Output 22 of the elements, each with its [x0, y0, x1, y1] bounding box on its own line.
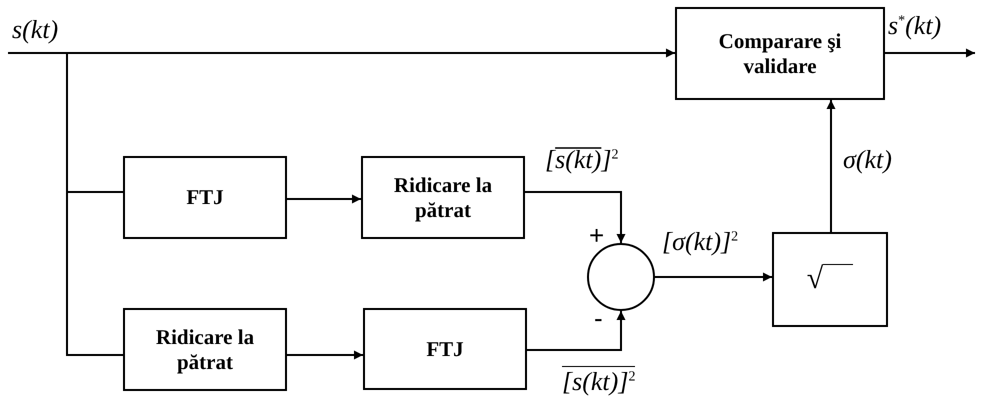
sign-label: -	[594, 305, 603, 331]
arrow	[287, 194, 361, 204]
sign-label: +	[589, 222, 604, 248]
process-box: Ridicare la pătrat	[361, 156, 525, 239]
process-box: Comparare şi validare	[675, 7, 885, 100]
signal-label: [s(kt)]$^{2}$	[562, 366, 636, 397]
square-root-box: √	[772, 232, 888, 327]
arrow	[885, 48, 975, 58]
arrow	[287, 350, 363, 360]
signal-label: s$^{*}$(kt)	[888, 12, 942, 41]
process-box: FTJ	[363, 308, 527, 390]
arrow	[826, 100, 836, 232]
process-box: FTJ	[123, 156, 287, 239]
connector-line	[8, 52, 123, 356]
process-box: Ridicare la pătrat	[123, 308, 287, 391]
signal-label: σ(kt)	[843, 146, 892, 175]
signal-label: s(kt)	[12, 16, 58, 45]
signal-label: [s(kt)]$^{2}$	[545, 146, 618, 175]
signal-label: [σ(kt)]$^{2}$	[662, 228, 738, 257]
arrow	[525, 191, 626, 243]
arrow	[655, 272, 772, 282]
arrow	[527, 311, 626, 351]
